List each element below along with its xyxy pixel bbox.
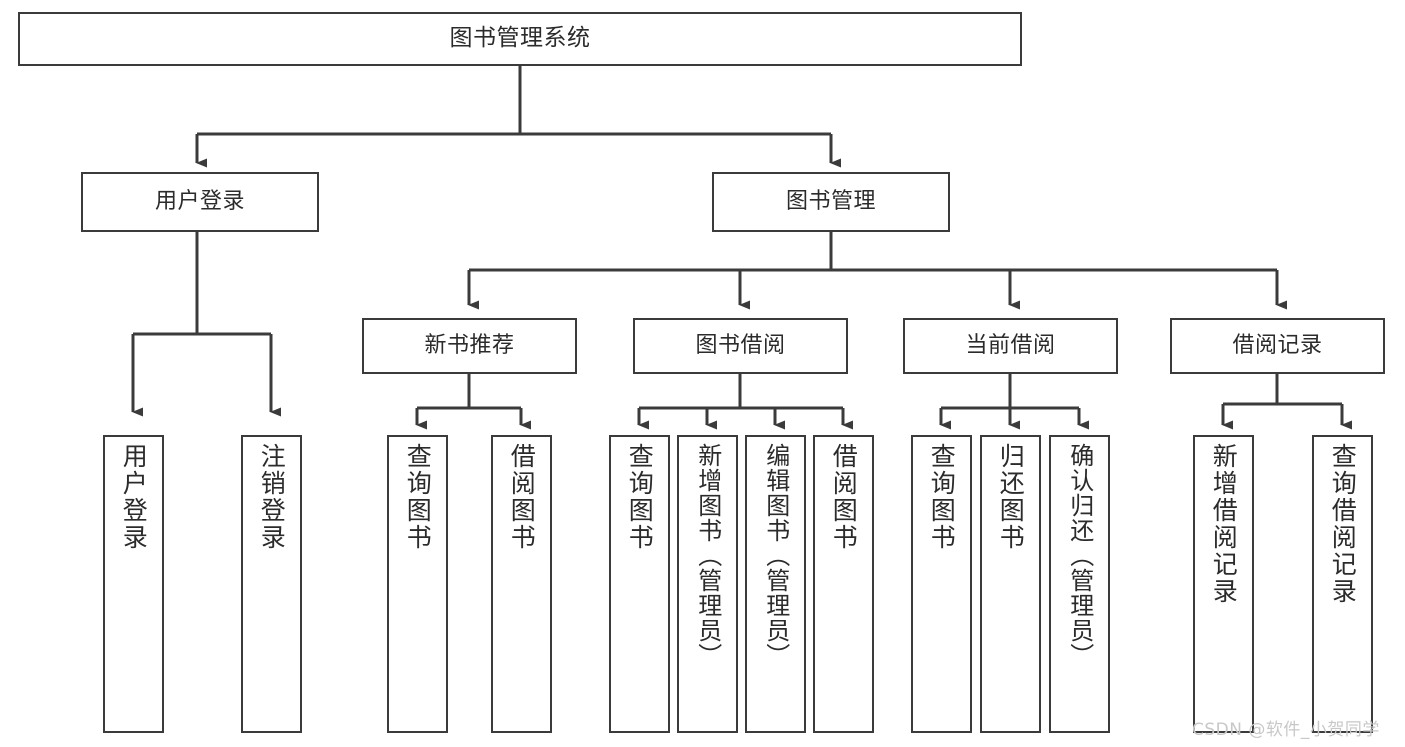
node-user-login-label: 用户登录	[154, 189, 245, 215]
node-new-book-recommend[interactable]: 新书推荐	[362, 318, 577, 374]
leaf-current-confirm-return-admin[interactable]: 确认归还（管理员）	[1049, 435, 1110, 733]
leaf-current-return-book-label: 归还图书	[996, 443, 1026, 551]
node-new-book-recommend-label: 新书推荐	[424, 333, 515, 359]
node-book-management-label: 图书管理	[785, 189, 876, 215]
csdn-watermark: CSDN @软件_小贺同学	[1192, 720, 1380, 740]
leaf-user-login-signout-label: 注销登录	[257, 443, 287, 551]
node-book-borrow-label: 图书借阅	[695, 333, 786, 359]
leaf-new-books-query[interactable]: 查询图书	[387, 435, 448, 733]
leaf-new-books-query-label: 查询图书	[403, 443, 433, 551]
leaf-records-add-record[interactable]: 新增借阅记录	[1193, 435, 1254, 733]
leaf-user-login-signin[interactable]: 用户登录	[103, 435, 164, 733]
leaf-borrow-query-book-label: 查询图书	[625, 443, 655, 551]
node-borrow-records[interactable]: 借阅记录	[1170, 318, 1385, 374]
node-root-system-label: 图书管理系统	[449, 25, 591, 52]
leaf-borrow-add-book-admin-label: 新增图书（管理员）	[693, 443, 722, 668]
leaf-current-confirm-return-admin-label: 确认归还（管理员）	[1065, 443, 1094, 668]
leaf-user-login-signin-label: 用户登录	[119, 443, 149, 551]
node-borrow-records-label: 借阅记录	[1232, 333, 1323, 359]
node-current-borrow-label: 当前借阅	[965, 333, 1056, 359]
leaf-borrow-add-book-admin[interactable]: 新增图书（管理员）	[677, 435, 738, 733]
leaf-borrow-edit-book-admin[interactable]: 编辑图书（管理员）	[745, 435, 806, 733]
leaf-new-books-borrow[interactable]: 借阅图书	[491, 435, 552, 733]
leaf-borrow-query-book[interactable]: 查询图书	[609, 435, 670, 733]
leaf-user-login-signout[interactable]: 注销登录	[241, 435, 302, 733]
leaf-borrow-borrow-book[interactable]: 借阅图书	[813, 435, 874, 733]
leaf-current-return-book[interactable]: 归还图书	[980, 435, 1041, 733]
leaf-borrow-borrow-book-label: 借阅图书	[829, 443, 859, 551]
node-book-borrow[interactable]: 图书借阅	[633, 318, 848, 374]
leaf-current-query-book-label: 查询图书	[927, 443, 957, 551]
leaf-new-books-borrow-label: 借阅图书	[507, 443, 537, 551]
leaf-current-query-book[interactable]: 查询图书	[911, 435, 972, 733]
node-user-login[interactable]: 用户登录	[81, 172, 319, 232]
node-book-management[interactable]: 图书管理	[712, 172, 950, 232]
leaf-records-add-record-label: 新增借阅记录	[1209, 443, 1239, 605]
leaf-borrow-edit-book-admin-label: 编辑图书（管理员）	[761, 443, 790, 668]
node-root-system[interactable]: 图书管理系统	[18, 12, 1022, 66]
node-current-borrow[interactable]: 当前借阅	[903, 318, 1118, 374]
leaf-records-query-record-label: 查询借阅记录	[1328, 443, 1358, 605]
leaf-records-query-record[interactable]: 查询借阅记录	[1312, 435, 1373, 733]
